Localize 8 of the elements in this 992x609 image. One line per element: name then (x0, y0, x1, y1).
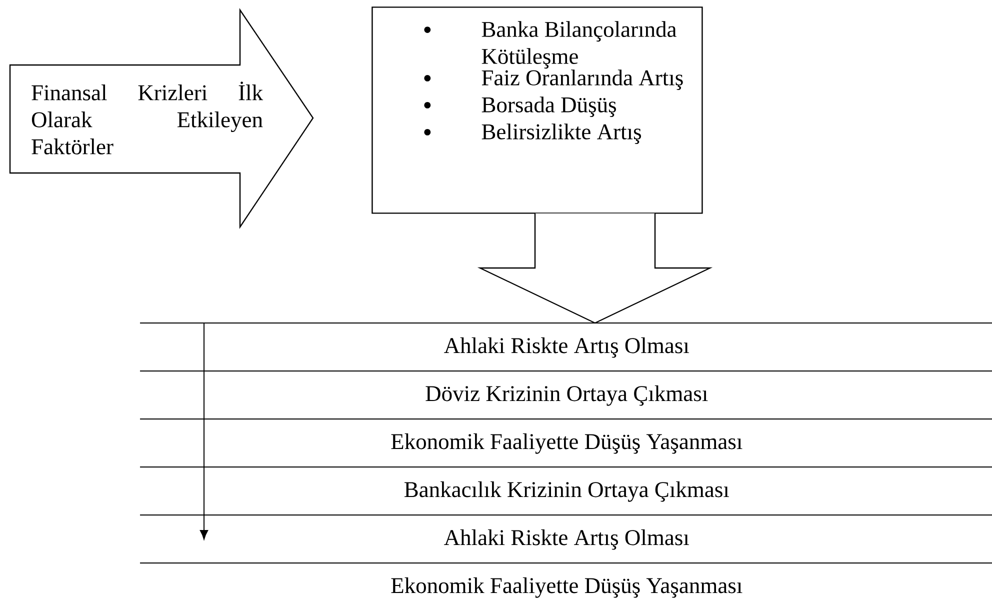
block-arrow (477, 212, 713, 324)
table-row: Döviz Krizinin Ortaya Çıkması (426, 385, 708, 406)
table-row: Ahlaki Riskte Artış Olması (444, 529, 689, 550)
bullet-list-box: Banka Bilançolarında Kötüleşme Faiz Oranlarında Artış Borsada Düşüş Belirsizlikte Artış (372, 6, 703, 214)
table-row: Bankacılık Krizinin Ortaya Çıkması (404, 481, 729, 502)
table-row: Ekonomik Faaliyette Düşüş Yaşanması (391, 433, 742, 454)
table-row: Ahlaki Riskte Artış Olması (444, 337, 689, 358)
table-row: Ekonomik Faaliyette Düşüş Yaşanması (391, 577, 742, 598)
